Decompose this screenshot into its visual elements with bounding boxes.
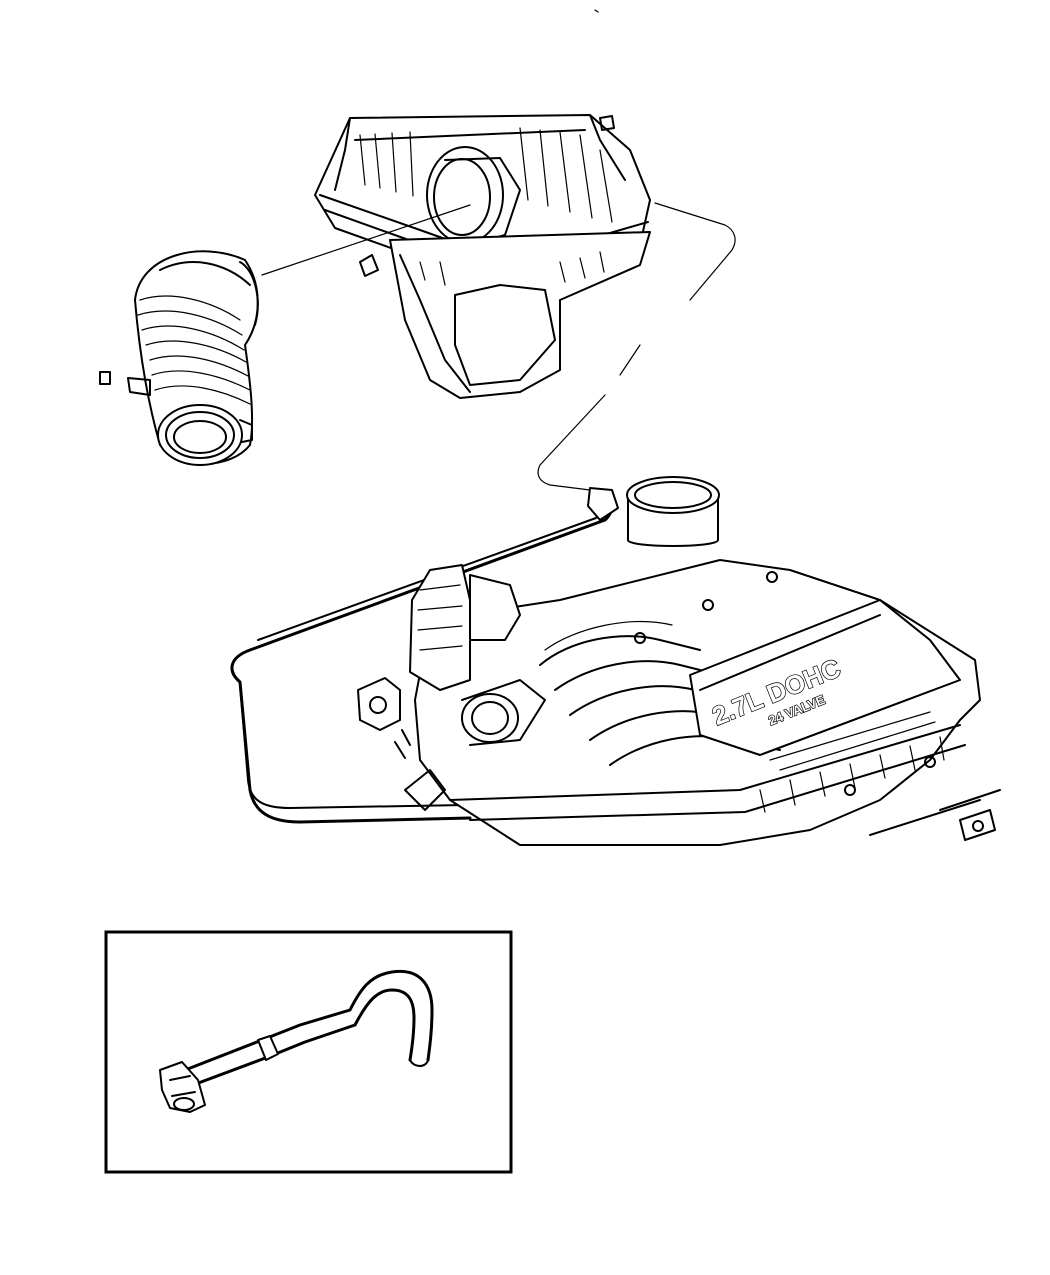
- air-cleaner-housing: [314, 114, 651, 399]
- air-inlet-duct: [99, 250, 259, 466]
- intake-manifold: 2.7L DOHC 24 VALVE: [357, 559, 1001, 846]
- inset-vent-hose: [159, 969, 434, 1113]
- leader-lines: [261, 9, 736, 491]
- vent-hose: [230, 487, 619, 824]
- throttle-cap: [626, 476, 720, 547]
- inset-detail-frame: [104, 930, 513, 1174]
